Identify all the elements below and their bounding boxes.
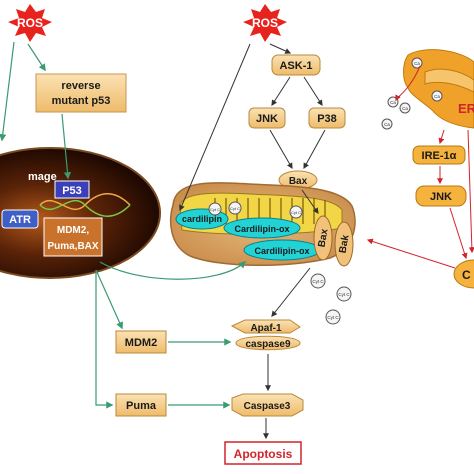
p53-label: P53	[62, 185, 82, 197]
arrow-mito-to-apaf	[271, 267, 311, 317]
mdm2-box: MDM2	[115, 330, 167, 354]
arrow-nucleus-to-mdm2	[95, 269, 123, 330]
puma-box: Puma	[115, 393, 167, 417]
ros-burst-left: ROS	[8, 4, 52, 42]
ca-label: Ca	[384, 122, 390, 127]
arrow-nucleus-down	[95, 270, 114, 409]
er-label: ER	[458, 101, 474, 116]
cardiolipin-label: cardilipin	[182, 214, 222, 224]
mdm2-target-label: MDM2,	[57, 225, 89, 236]
ire1a-label: IRE-1α	[422, 150, 457, 162]
cardiolipin-ox-label: Cardilipin-ox	[234, 224, 289, 234]
arrow-ros-to-reverse	[27, 43, 46, 72]
c-partial-label: C	[462, 268, 471, 282]
bax-node-cyto: Bax	[278, 170, 318, 190]
jnk-node-er: JNK	[415, 185, 467, 207]
cardiolipin-ox-node-1: Cardilipin-ox	[223, 217, 301, 239]
apaf1-caspase9-complex: Apaf-1 caspase9	[230, 319, 301, 351]
ca-ion-4: Ca	[381, 118, 393, 130]
arrow-p38-to-bax	[303, 129, 326, 170]
apoptosis-label: Apoptosis	[234, 447, 293, 461]
ros-burst-shape	[243, 4, 287, 42]
caspase3-label: Caspase3	[244, 401, 291, 412]
jnk-node-center: JNK	[248, 107, 286, 129]
p38-node: P38	[308, 107, 346, 129]
ros-burst-center: ROS	[243, 4, 287, 42]
jnk-label: JNK	[256, 113, 278, 125]
mutant-p53-label: mutant p53	[52, 95, 111, 107]
arrow-bax-to-mito	[301, 189, 319, 214]
reverse-label: reverse	[61, 80, 100, 92]
caspase3-node: Caspase3	[231, 393, 304, 417]
arrow-ros-to-ask1	[269, 43, 292, 54]
arrow-jnk-to-bax	[269, 129, 293, 170]
puma-bax-target-label: Puma,BAX	[47, 241, 98, 252]
cyt-c-label: Cyt C	[291, 210, 301, 215]
bax-pore: Bax	[313, 215, 333, 261]
ros-label: ROS	[17, 16, 43, 30]
cyt-c-label: Cyt C	[210, 207, 220, 212]
p53-box: P53	[54, 180, 90, 199]
nucleus: mage P53 ATR MDM2, Puma,BAX	[0, 147, 161, 279]
arrow-er-down-right	[467, 129, 474, 254]
damage-label: mage	[28, 171, 57, 183]
ca-label: Ca	[414, 61, 420, 66]
apaf1-label: Apaf-1	[250, 323, 282, 334]
ca-label: Ca	[434, 94, 440, 99]
arrow-ros-to-mito	[179, 43, 251, 212]
arrow-ca-release	[395, 65, 421, 102]
er-fold	[424, 68, 474, 93]
dna-helix-strand	[39, 199, 131, 217]
ros-label: ROS	[252, 16, 278, 30]
ca-label: Ca	[390, 100, 396, 105]
p53-targets-box: MDM2, Puma,BAX	[43, 217, 103, 257]
arrow-jnk-to-c	[449, 207, 468, 260]
er-shape: ER	[403, 49, 474, 129]
caspase9-label: caspase9	[245, 339, 290, 350]
cyt-c-label: Cyt C	[312, 279, 324, 284]
cyt-c-inner-3: Cyt C	[289, 205, 303, 219]
bax-label: Bax	[289, 176, 308, 187]
cardiolipin-ox-label: Cardilipin-ox	[254, 246, 309, 256]
ask1-node: ASK-1	[271, 54, 321, 76]
puma-label: Puma	[126, 400, 157, 412]
mdm2-label: MDM2	[125, 337, 157, 349]
ca-label: Ca	[402, 106, 408, 111]
cyt-c-released-3: Cyt C	[325, 309, 341, 325]
arrow-ask1-to-p38	[303, 76, 323, 107]
cyt-c-inner-2: Cyt C	[228, 201, 242, 215]
cardiolipin-ox-node-2: Cardilipin-ox	[243, 239, 321, 261]
bak-pore-label: Bak	[337, 234, 351, 254]
ros-burst-shape	[8, 4, 52, 42]
arrow-ask1-to-jnk	[271, 76, 291, 107]
mitochondrion: cardilipin Cardilipin-ox Cardilipin-ox C…	[169, 182, 356, 267]
reverse-mutant-p53-box: reverse mutant p53	[35, 73, 127, 113]
p38-label: P38	[317, 113, 337, 125]
cyt-c-released-2: Cyt C	[336, 286, 352, 302]
bak-pore: Bak	[334, 221, 354, 267]
arrow-er-to-ire1a	[438, 129, 445, 145]
arrow-c-to-mito	[366, 238, 456, 269]
ire1a-node: IRE-1α	[412, 145, 466, 165]
ca-ion-1: Ca	[411, 57, 423, 69]
arrows	[0, 41, 474, 440]
ca-ion-3: Ca	[399, 102, 411, 114]
bax-pore-label: Bax	[316, 228, 330, 248]
arrow-ros-down-left	[0, 41, 15, 142]
cyt-c-label: Cyt C	[230, 206, 240, 211]
ask1-label: ASK-1	[279, 60, 312, 72]
arrow-reverse-to-p53	[61, 113, 72, 180]
arrow-nucleus-to-mito	[99, 261, 247, 280]
jnk-er-label: JNK	[430, 191, 452, 203]
c-partial-node: C	[453, 259, 474, 289]
atr-box: ATR	[1, 209, 39, 229]
cyt-c-inner-1: Cyt C	[208, 202, 222, 216]
cyt-c-label: Cyt C	[327, 315, 339, 320]
ca-ion-5: Ca	[431, 90, 443, 102]
cyt-c-released-1: Cyt C	[310, 273, 326, 289]
apoptosis-box: Apoptosis	[224, 441, 302, 465]
cyt-c-label: Cyt C	[338, 292, 350, 297]
atr-label: ATR	[9, 214, 31, 226]
